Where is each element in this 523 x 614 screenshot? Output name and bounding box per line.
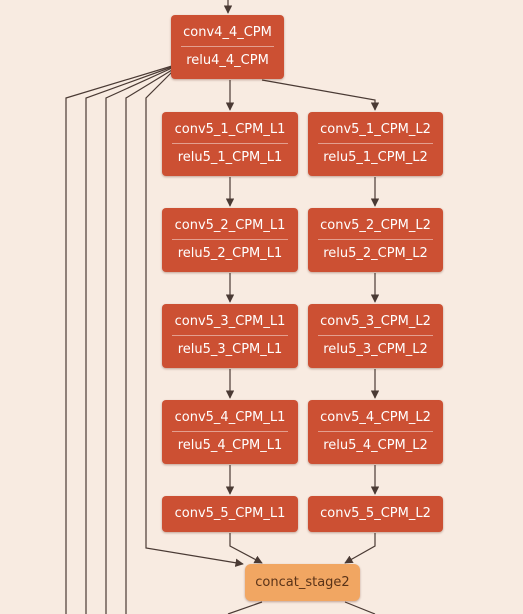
node-conv5-5-cpm-l2[interactable]: conv5_5_CPM_L2 (308, 496, 443, 532)
layer-name: conv5_1_CPM_L2 (320, 122, 431, 137)
layer-name: conv4_4_CPM (183, 25, 272, 40)
edge-l1-to-concat (229, 533, 263, 564)
layer-name: conv5_2_CPM_L1 (174, 218, 286, 233)
activation-name: relu5_1_CPM_L2 (323, 150, 428, 165)
layer-name: conv5_5_CPM_L1 (174, 506, 286, 521)
node-divider (172, 431, 288, 432)
layer-name: conv5_3_CPM_L1 (174, 314, 286, 329)
edge-concat-out-1 (227, 601, 263, 614)
edge-conv4-4-to-l2 (261, 79, 380, 111)
node-conv5-3-cpm-l1[interactable]: conv5_3_CPM_L1 relu5_3_CPM_L1 (162, 304, 298, 368)
edge-l2-to-concat (344, 533, 376, 564)
edge-skip-4 (125, 69, 173, 614)
layer-name: conv5_3_CPM_L2 (320, 314, 431, 329)
node-concat-stage2[interactable]: concat_stage2 (245, 564, 360, 601)
node-divider (181, 46, 274, 47)
node-conv5-4-cpm-l2[interactable]: conv5_4_CPM_L2 relu5_4_CPM_L2 (308, 400, 443, 464)
layer-name: concat_stage2 (255, 574, 350, 590)
node-conv5-1-cpm-l2[interactable]: conv5_1_CPM_L2 relu5_1_CPM_L2 (308, 112, 443, 176)
activation-name: relu5_4_CPM_L2 (323, 438, 428, 453)
edge-concat-out-2 (344, 601, 376, 614)
node-conv5-2-cpm-l1[interactable]: conv5_2_CPM_L1 relu5_2_CPM_L1 (162, 208, 298, 272)
node-conv5-5-cpm-l1[interactable]: conv5_5_CPM_L1 (162, 496, 298, 532)
node-divider (172, 143, 288, 144)
layer-name: conv5_1_CPM_L1 (174, 122, 286, 137)
node-divider (318, 143, 433, 144)
activation-name: relu4_4_CPM (186, 53, 269, 68)
node-conv5-2-cpm-l2[interactable]: conv5_2_CPM_L2 relu5_2_CPM_L2 (308, 208, 443, 272)
layer-name: conv5_2_CPM_L2 (320, 218, 431, 233)
edge-skip-3 (105, 67, 173, 614)
activation-name: relu5_2_CPM_L1 (177, 246, 283, 261)
activation-name: relu5_2_CPM_L2 (323, 246, 428, 261)
activation-name: relu5_3_CPM_L2 (323, 342, 428, 357)
node-divider (172, 335, 288, 336)
activation-name: relu5_3_CPM_L1 (177, 342, 283, 357)
activation-name: relu5_4_CPM_L1 (177, 438, 283, 453)
edge-skip-1 (65, 65, 173, 614)
activation-name: relu5_1_CPM_L1 (177, 150, 283, 165)
layer-name: conv5_4_CPM_L1 (174, 410, 286, 425)
edge-skip-2 (85, 66, 173, 614)
node-conv4-4-cpm[interactable]: conv4_4_CPM relu4_4_CPM (171, 15, 284, 79)
node-divider (172, 239, 288, 240)
layer-name: conv5_5_CPM_L2 (320, 506, 431, 521)
node-conv5-3-cpm-l2[interactable]: conv5_3_CPM_L2 relu5_3_CPM_L2 (308, 304, 443, 368)
node-conv5-1-cpm-l1[interactable]: conv5_1_CPM_L1 relu5_1_CPM_L1 (162, 112, 298, 176)
node-divider (318, 431, 433, 432)
layer-name: conv5_4_CPM_L2 (320, 410, 431, 425)
node-divider (318, 335, 433, 336)
node-divider (318, 239, 433, 240)
edge-skip-to-concat (145, 71, 244, 567)
node-conv5-4-cpm-l1[interactable]: conv5_4_CPM_L1 relu5_4_CPM_L1 (162, 400, 298, 464)
